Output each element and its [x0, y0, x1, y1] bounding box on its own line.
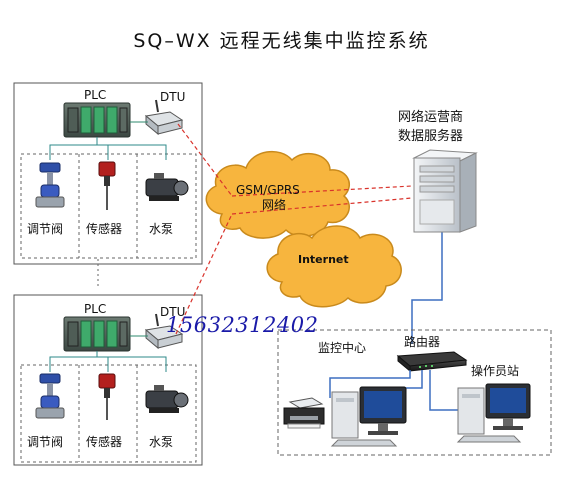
site-1-frame [13, 82, 203, 265]
dtu-icon [144, 99, 184, 136]
sensor-icon [98, 373, 116, 420]
plc-icon [63, 102, 131, 138]
site-2: PLC DTU [13, 294, 203, 466]
site-2-dtu-label: DTU [160, 305, 185, 319]
server-uplink [411, 226, 443, 344]
operator-station-label: 操作员站 [471, 363, 519, 378]
site-2-device-label-1: 调节阀 [27, 435, 63, 449]
plc-icon [63, 316, 131, 352]
internet-cloud-label: Internet [298, 253, 349, 266]
site-1-device-label-1: 调节阀 [27, 222, 63, 236]
server-label-line2: 数据服务器 [398, 128, 463, 144]
router-label: 路由器 [404, 334, 440, 349]
control-valve-icon [35, 373, 65, 419]
server-tower-icon [412, 149, 478, 233]
site-1: PLC DTU [13, 82, 203, 265]
gsm-cloud-label-line1: GSM/GPRS [236, 183, 300, 197]
water-pump-icon [145, 173, 189, 201]
gsm-gprs-cloud [205, 150, 350, 239]
workstation-computer-icon [330, 386, 407, 447]
monitoring-center: 监控中心 路由器 操作员站 [277, 329, 552, 456]
sensor-icon [98, 161, 116, 210]
diagram-title: SQ–WX 远程无线集中监控系统 [133, 30, 430, 52]
site-2-plc-label: PLC [84, 302, 106, 316]
internet-cloud [266, 225, 402, 308]
watermark-phone-number: 15632312402 [166, 313, 319, 337]
gsm-cloud-label-line2: 网络 [262, 197, 286, 212]
dtu-icon [144, 313, 184, 350]
site-1-dtu-label: DTU [160, 90, 185, 104]
water-pump-icon [145, 385, 189, 413]
control-valve-icon [35, 162, 65, 208]
site-1-device-label-2: 传感器 [86, 221, 122, 236]
site-2-device-panel [20, 364, 197, 463]
wireless-links [175, 123, 413, 335]
server-label-line1: 网络运营商 [398, 109, 463, 125]
operator-station-computer-icon [456, 383, 531, 443]
site-2-device-label-2: 传感器 [86, 434, 122, 449]
printer-icon [283, 397, 325, 429]
monitoring-center-label: 监控中心 [318, 340, 366, 355]
site-1-device-label-3: 水泵 [149, 222, 173, 236]
monitoring-center-frame [277, 329, 552, 456]
site-2-device-label-3: 水泵 [149, 435, 173, 449]
site-2-frame [13, 294, 203, 466]
site-1-plc-label: PLC [84, 88, 106, 102]
site-1-device-panel [20, 153, 197, 259]
router-icon [396, 351, 468, 373]
